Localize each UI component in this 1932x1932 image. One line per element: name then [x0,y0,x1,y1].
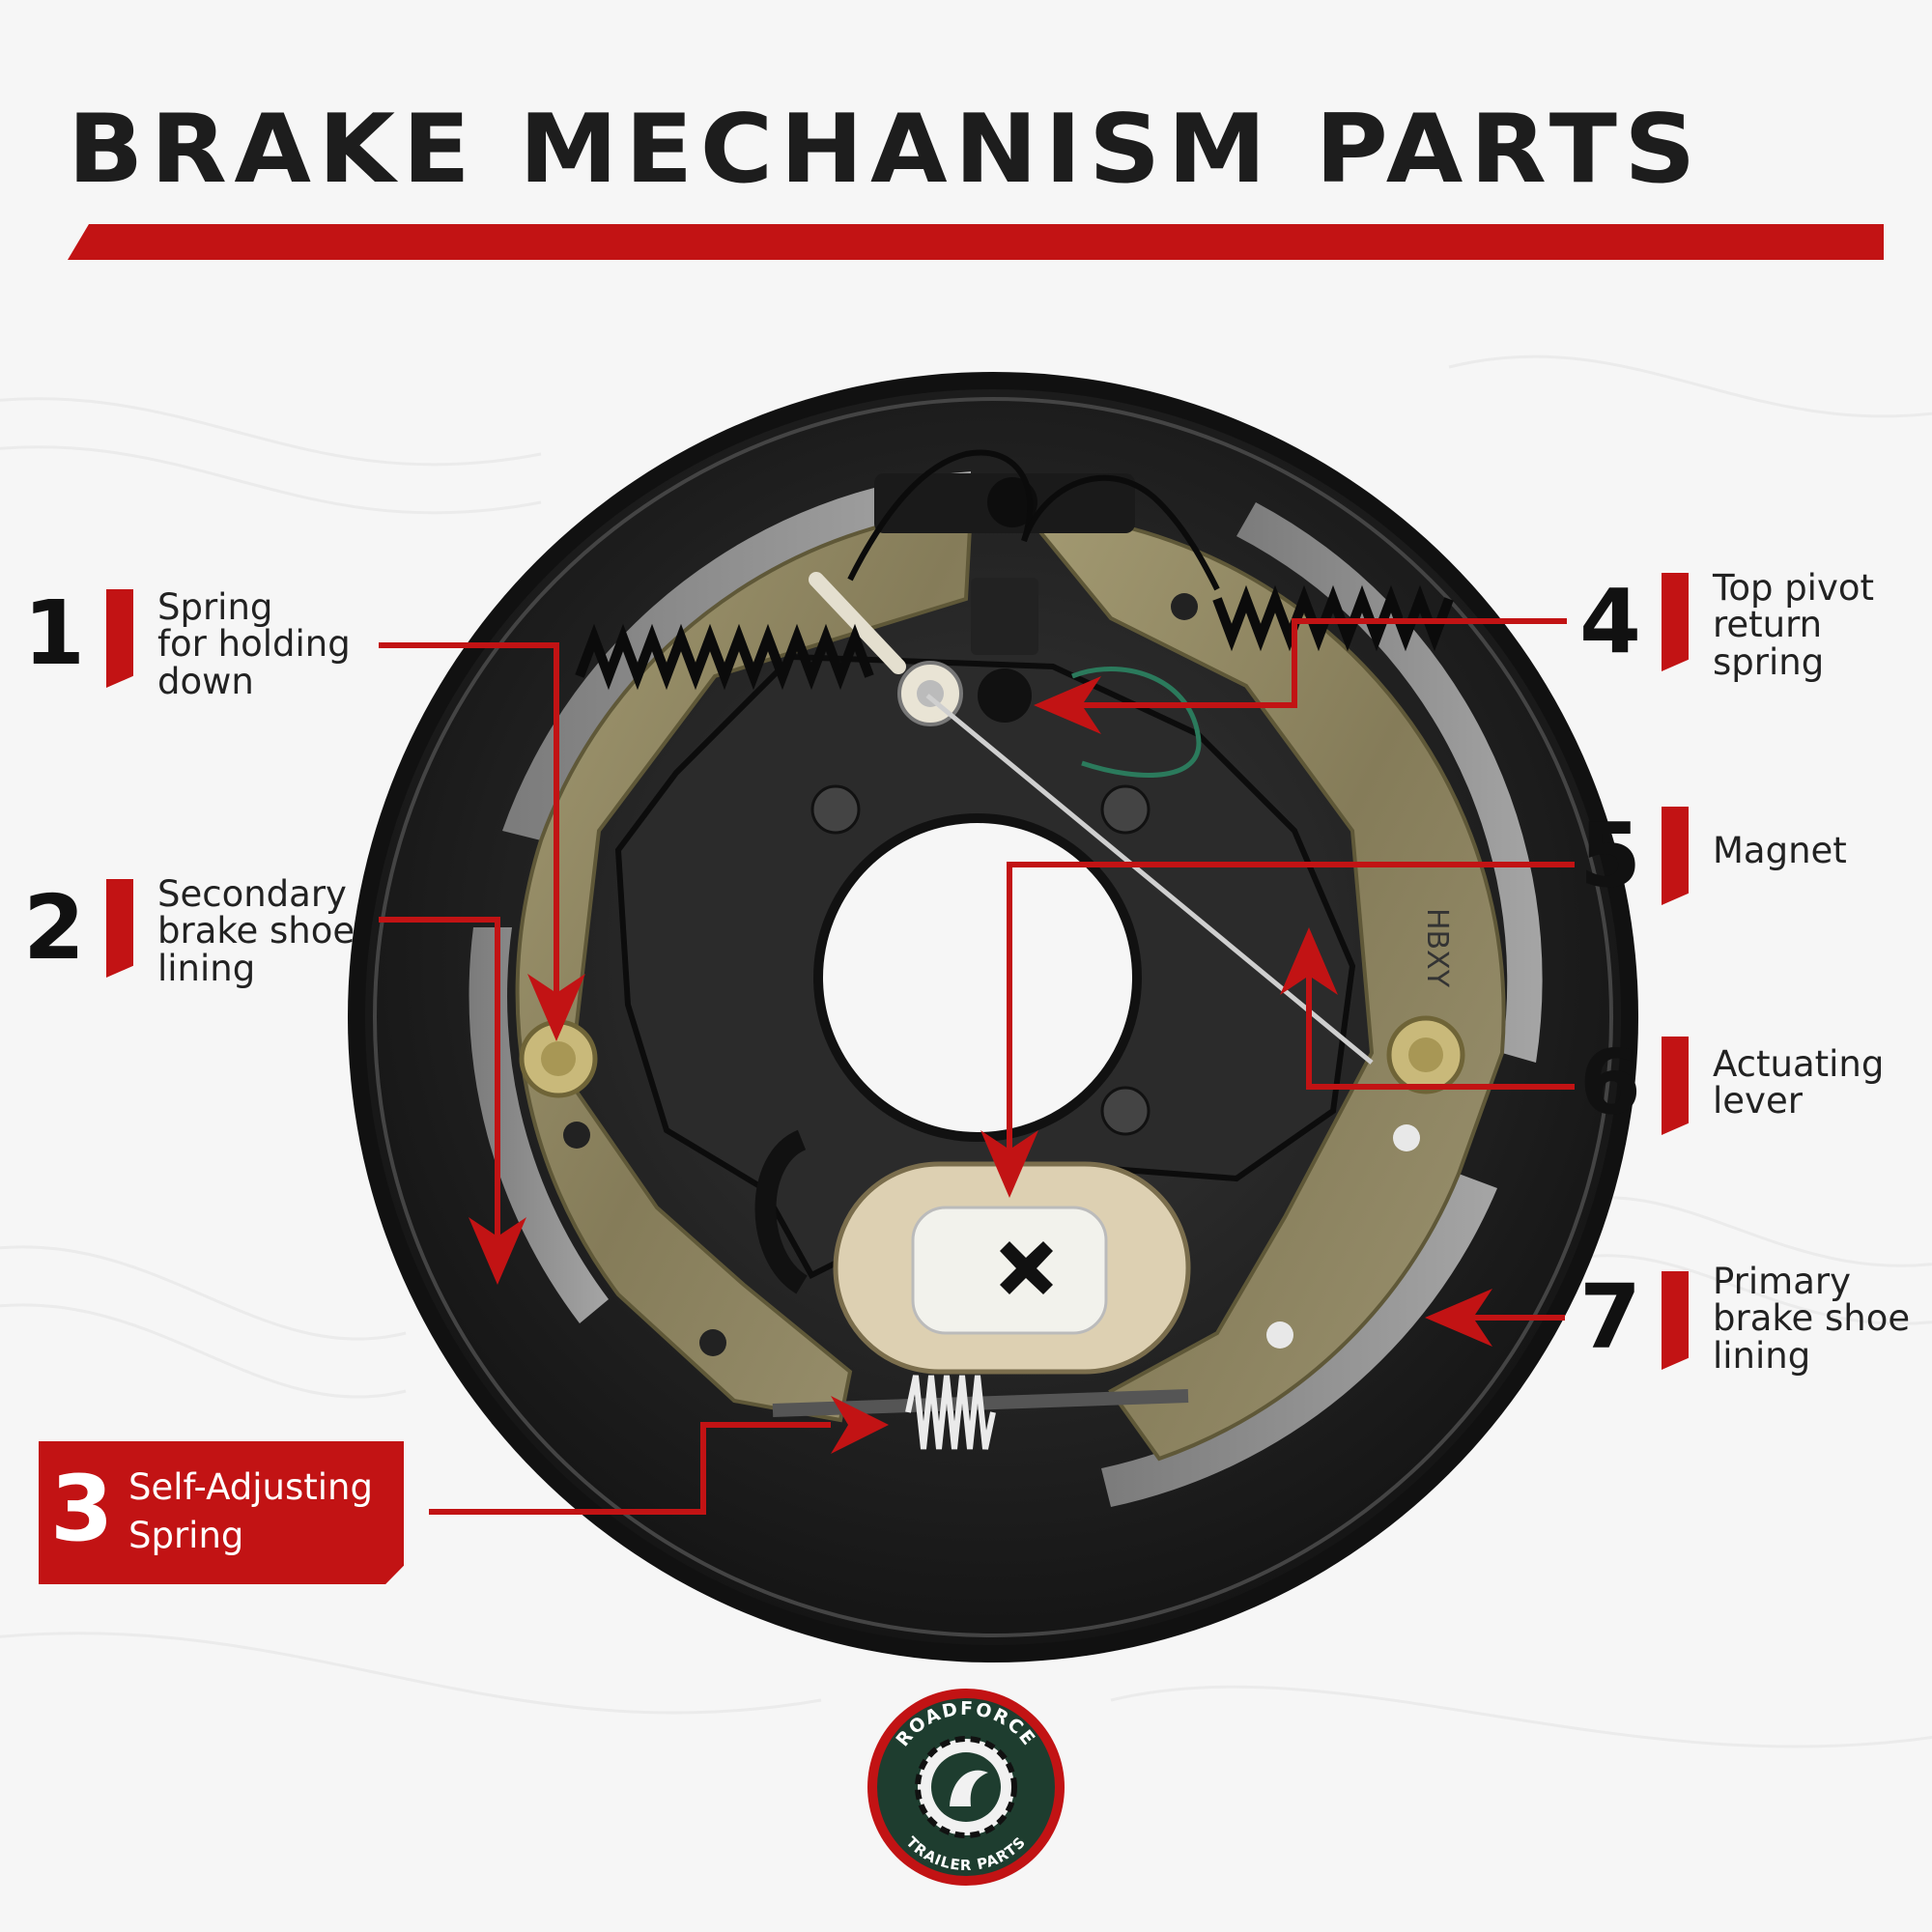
callout-number-1: 1 [23,582,86,685]
callout-box-3: 3 Self-Adjusting Spring [39,1441,404,1584]
callout-number-5: 5 [1579,804,1642,907]
shoe-stamp-text: HBXY [1420,908,1454,988]
callout-marker-6 [1662,1037,1689,1135]
callout-marker-5 [1662,807,1689,905]
callout-label-4: Top pivot return spring [1713,567,1875,683]
roadforce-logo: ROADFORCE TRAILER PARTS [867,1689,1065,1886]
callout-label-3: Self-Adjusting Spring [128,1466,373,1556]
page-title: BRAKE MECHANISM PARTS [68,95,1703,205]
title-underline-bar [68,224,1884,260]
callout-leaders [379,618,1575,1515]
callout-label-7: Primary brake shoe lining [1713,1261,1911,1377]
callout-label-5: Magnet [1713,830,1847,871]
callout-number-4: 4 [1579,570,1642,673]
callout-arrowheads [469,676,1492,1454]
horse-head-icon [950,1770,988,1806]
callout-label-1: Spring for holding down [157,586,351,702]
callout-marker-7 [1662,1271,1689,1370]
hold-down-pins [519,593,1465,1356]
callout-label-2: Secondary brake shoe lining [157,873,355,989]
callout-marker-4 [1662,573,1689,671]
callout-number-6: 6 [1579,1031,1642,1134]
callout-marker-1 [106,589,133,688]
callout-label-6: Actuating lever [1713,1043,1885,1122]
magnet-graphic [754,1129,1191,1375]
actuating-lever-graphic [809,572,1374,1065]
callout-number-2: 2 [23,876,86,980]
center-hub [614,653,1356,1279]
callout-marker-2 [106,879,133,978]
callout-number-7: 7 [1579,1265,1642,1369]
top-return-springs [575,449,1454,691]
callout-number-3: 3 [50,1457,114,1562]
